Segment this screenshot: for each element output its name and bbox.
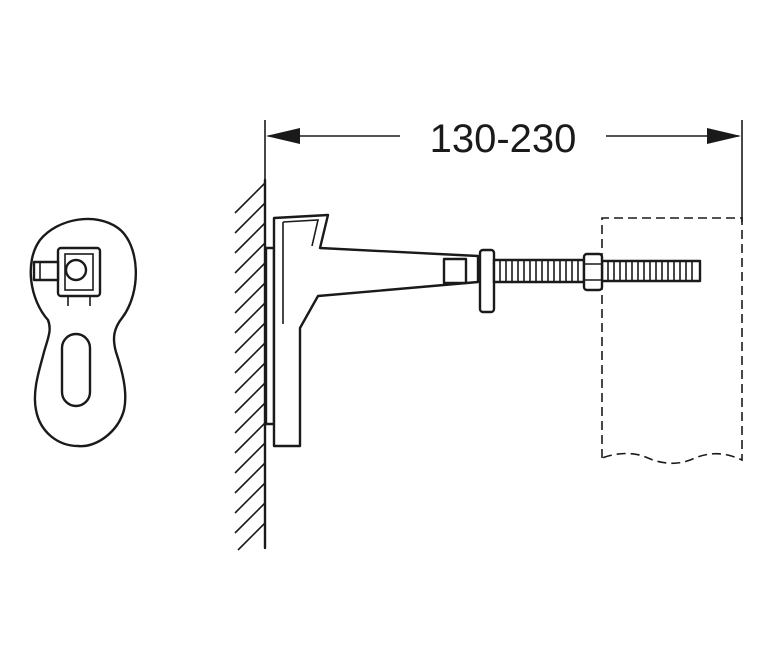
fixture-dashed-outline [601,217,743,465]
dimension: 130-230 [264,117,743,222]
flange-plate [478,248,496,314]
bracket-front-view [29,217,138,448]
wall [234,178,267,551]
thread-lines [499,260,693,282]
clip-tab [32,260,60,282]
arm-slot [442,257,468,285]
dimension-arrow-right [707,128,741,144]
dimension-label: 130-230 [430,117,577,161]
bolt-head [64,258,88,282]
bracket-body [272,213,480,448]
bracket-inner-curve [282,219,320,247]
rod-body-left [492,258,586,284]
hex-nut-body [582,252,604,292]
wall-hatching [234,182,266,551]
slot-hole [60,332,92,408]
fixture-outline [601,217,743,465]
dimension-arrow-left [266,128,300,144]
bracket-side-view [264,213,702,448]
hex-nut [582,252,604,292]
